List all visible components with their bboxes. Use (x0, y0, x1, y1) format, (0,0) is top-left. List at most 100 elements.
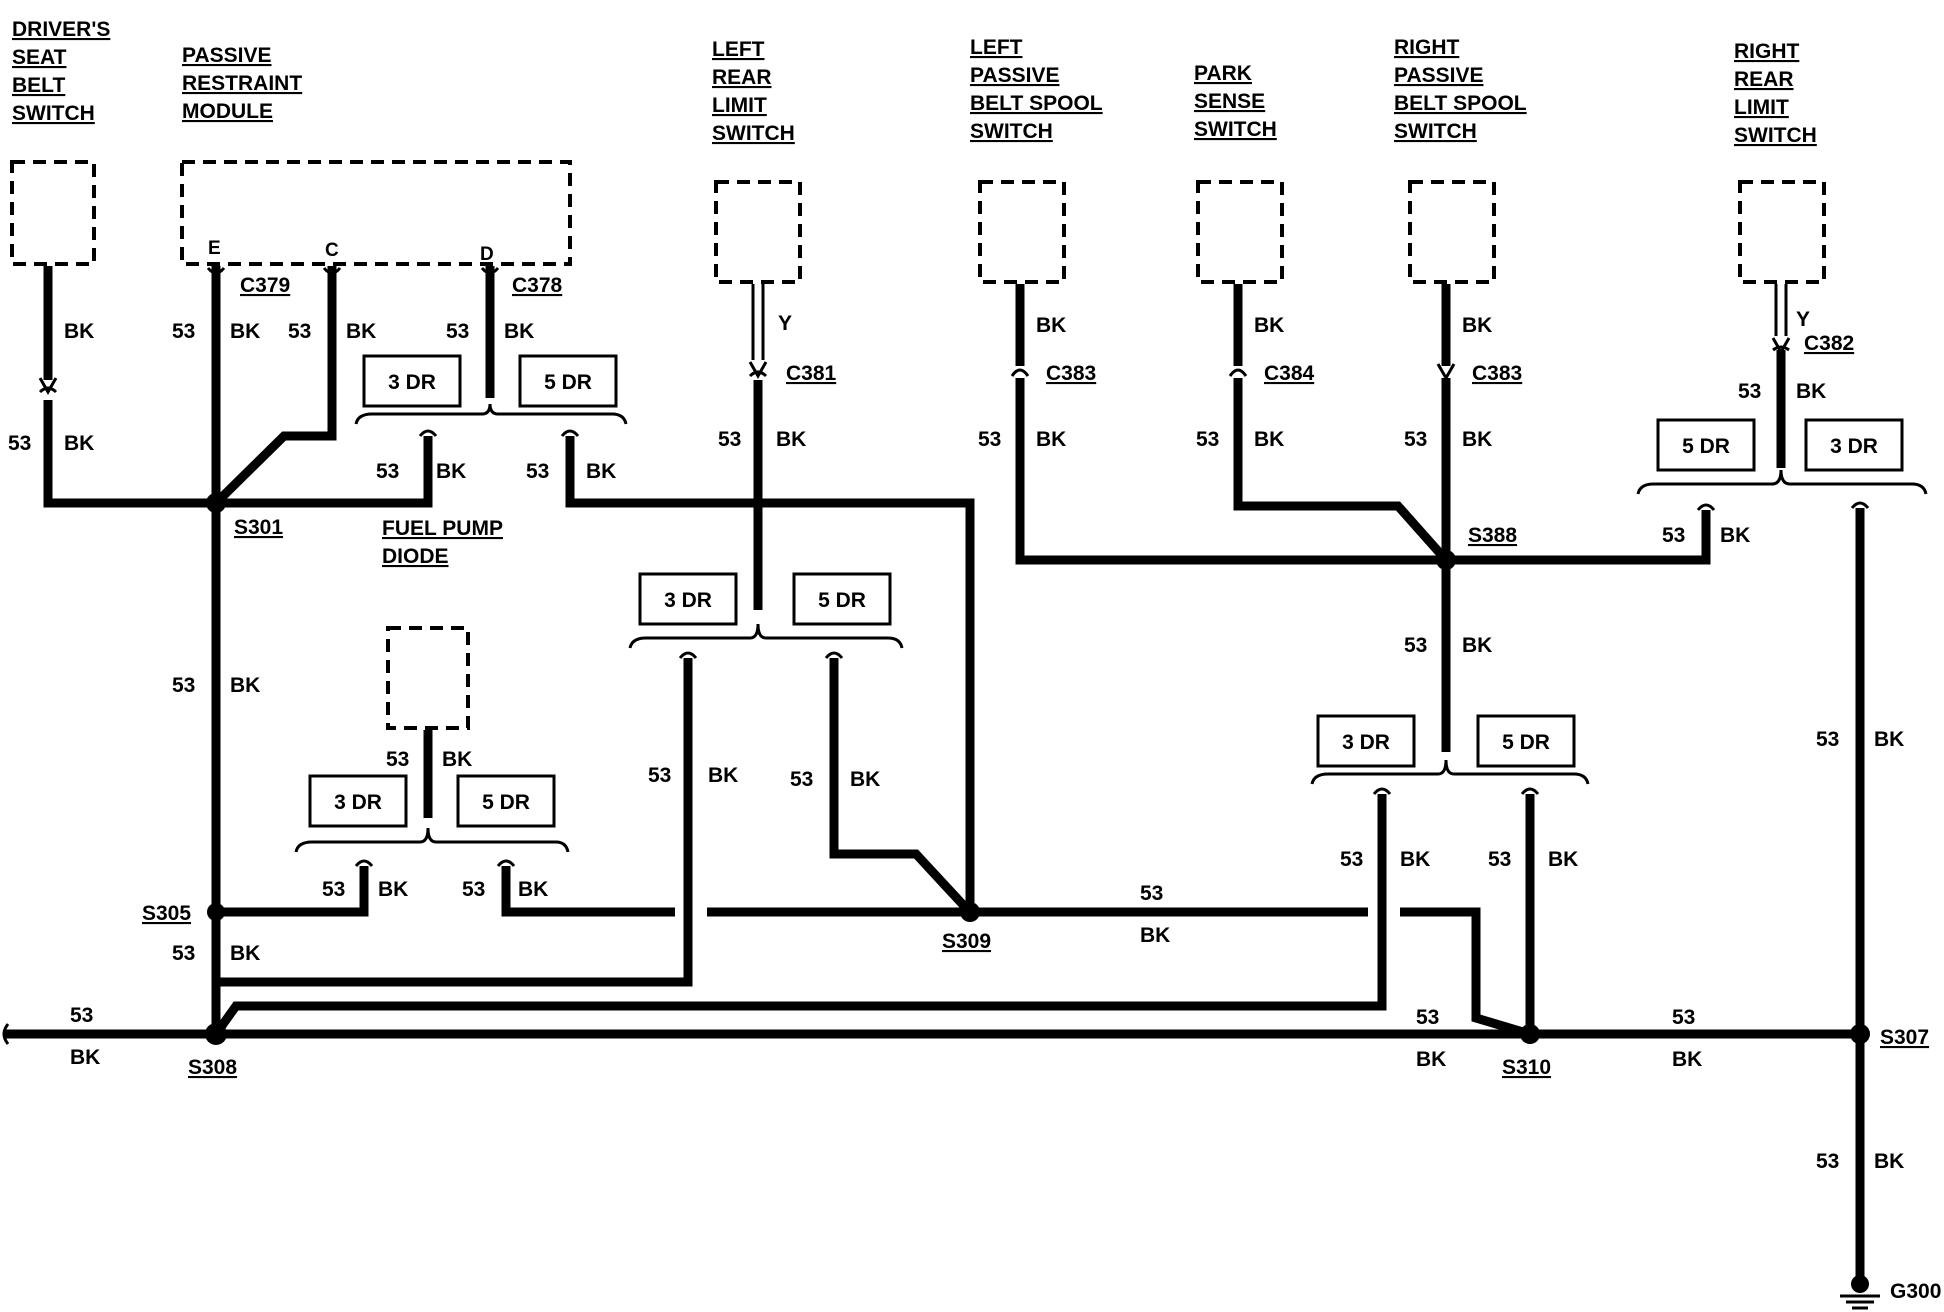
wire-circuit: 53 (1404, 634, 1427, 657)
option-5dr-label: 5 DR (1682, 435, 1730, 458)
connector-mark (2, 1023, 10, 1045)
right-passive-belt-spool-switch-box (1408, 180, 1496, 284)
wire-circuit: 53 (790, 768, 813, 791)
label-line: MODULE (182, 100, 273, 123)
splice-label: S309 (942, 930, 991, 953)
splice-label: S301 (234, 516, 283, 539)
option-3dr-label: 3 DR (388, 371, 436, 394)
wire-circuit: 53 (8, 432, 31, 455)
option-brace (354, 403, 628, 425)
option-brace (1636, 469, 1928, 495)
connector-mark (206, 267, 226, 275)
label-line: PASSIVE (182, 44, 271, 67)
wire-color: BK (1254, 428, 1284, 451)
connector-label: C379 (240, 274, 290, 297)
wire-color: BK (442, 748, 472, 771)
splice-dot (1850, 1024, 1870, 1044)
wire-color: BK (230, 320, 260, 343)
connector-label: C383 (1472, 362, 1522, 385)
park-sense-switch-label: PARK SENSE SWITCH (1194, 62, 1277, 141)
option-group-right-rear: 5 DR 3 DR (1636, 418, 1928, 511)
wire (43, 400, 216, 508)
option-group-fuel-pump: 3 DR 5 DR (294, 774, 570, 867)
splice-label: S307 (1880, 1026, 1929, 1049)
wire-circuit: 53 (1416, 1006, 1439, 1029)
splice-label: S388 (1468, 524, 1517, 547)
option-brace (628, 623, 904, 649)
wire-circuit: 53 (172, 320, 195, 343)
ground-symbol (1840, 1275, 1880, 1310)
wire-color: BK (1796, 380, 1826, 403)
label-line: SWITCH (12, 102, 95, 125)
wire-circuit: 53 (1816, 728, 1839, 751)
wire-color: BK (1672, 1048, 1702, 1071)
option-taps (1372, 787, 1540, 795)
left-passive-belt-spool-switch-box (978, 180, 1066, 284)
right-rear-limit-switch-label: RIGHT REAR LIMIT SWITCH (1734, 40, 1817, 147)
wire-color: BK (1874, 1150, 1904, 1173)
wire (211, 658, 693, 1034)
wire-circuit: 53 (446, 320, 469, 343)
option-5dr-label: 5 DR (818, 589, 866, 612)
wire-color: BK (1036, 428, 1066, 451)
splice-label: S310 (1502, 1056, 1551, 1079)
wire-color: BK (1036, 314, 1066, 337)
splice-label: S305 (142, 902, 191, 925)
label-line: BELT SPOOL (970, 92, 1103, 115)
label-line: REAR (1734, 68, 1794, 91)
wire-color: BK (1874, 728, 1904, 751)
wire-color: BK (1254, 314, 1284, 337)
wire-color: BK (1462, 634, 1492, 657)
wire-color: BK (1462, 428, 1492, 451)
wire-color: BK (518, 878, 548, 901)
wire-circuit: 53 (526, 460, 549, 483)
wire-circuit: 53 (386, 748, 409, 771)
wire-circuit: 53 (1340, 848, 1363, 871)
wire-color: BK (70, 1046, 100, 1069)
connector-mark (1436, 363, 1456, 382)
connector-marks (2, 267, 1791, 1045)
connector-mark (1771, 337, 1791, 356)
option-3dr-label: 3 DR (1342, 731, 1390, 754)
wire-circuit: 53 (978, 428, 1001, 451)
label-line: RESTRAINT (182, 72, 302, 95)
splice-dot (206, 493, 226, 513)
option-5dr-box (518, 354, 618, 408)
label-line: LEFT (970, 36, 1023, 59)
splice-labels: S301 S305 S308 S309 S388 S310 S307 (142, 516, 1929, 1079)
wire-circuit: 53 (1672, 1006, 1695, 1029)
label-line: RIGHT (1734, 40, 1800, 63)
label-line: DRIVER'S (12, 18, 110, 41)
ground-label: G300 (1890, 1280, 1941, 1303)
wire-circuit: 53 (172, 674, 195, 697)
label-line: SWITCH (1194, 118, 1277, 141)
option-5dr-box (1476, 714, 1576, 768)
wire (1233, 378, 1450, 563)
wire-circuit: 53 (648, 764, 671, 787)
wire-color: BK (436, 460, 466, 483)
wire-circuit: 53 (1662, 524, 1685, 547)
passive-restraint-module-label: PASSIVE RESTRAINT MODULE (182, 44, 302, 123)
wire-circuit: 53 (1404, 428, 1427, 451)
wire-color: BK (850, 768, 880, 791)
option-5dr-box (1656, 418, 1756, 472)
wire (1015, 378, 1446, 565)
connector-mark (38, 377, 58, 396)
wire-color: BK (1720, 524, 1750, 547)
label-line: FUEL PUMP (382, 517, 503, 540)
wire-color: BK (1416, 1048, 1446, 1071)
wire-circuit: 53 (70, 1004, 93, 1027)
label-line: SWITCH (1394, 120, 1477, 143)
wire-labels: BK 53 BK 53 BK 53 BK 53 BK 53 BK 53 BK 5… (8, 308, 1904, 1173)
option-brace (1310, 759, 1590, 785)
splice-dot (960, 902, 980, 922)
label-line: LIMIT (712, 94, 767, 117)
wire-color: BK (346, 320, 376, 343)
wire-circuit: 53 (376, 460, 399, 483)
splice-dots (205, 493, 1870, 1045)
wire-yellow: Y (1796, 308, 1810, 331)
connector-label: C384 (1264, 362, 1315, 385)
wire-circuit: 53 (288, 320, 311, 343)
wire-circuit: 53 (462, 878, 485, 901)
label-line: SEAT (12, 46, 67, 69)
